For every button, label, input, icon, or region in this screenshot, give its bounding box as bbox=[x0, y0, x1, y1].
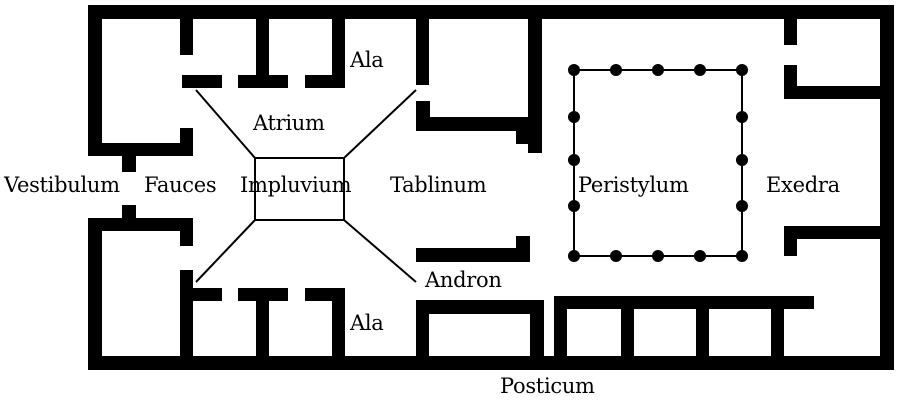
atrium-lines bbox=[195, 89, 417, 283]
column-bottom-2 bbox=[652, 250, 664, 262]
room-wall-ll-8 bbox=[416, 300, 429, 370]
column-top-3 bbox=[694, 64, 706, 76]
exedra-wall-upper bbox=[784, 86, 894, 99]
column-top-1 bbox=[610, 64, 622, 76]
outer-wall-left-lower bbox=[88, 218, 102, 370]
label-andron: Andron bbox=[425, 268, 502, 292]
room-wall-ul-7 bbox=[332, 5, 345, 87]
outer-wall-left-upper bbox=[88, 5, 102, 150]
impluvium-basin bbox=[254, 157, 345, 221]
label-atrium: Atrium bbox=[253, 111, 325, 135]
walls bbox=[88, 5, 894, 370]
label-exedra: Exedra bbox=[766, 173, 840, 197]
tablinum-wall-upper bbox=[416, 117, 528, 131]
room-wall-lr-1 bbox=[554, 296, 567, 370]
vestibulum-jamb-lower bbox=[122, 205, 136, 223]
vestibulum-jamb-upper bbox=[122, 150, 136, 172]
column-left-0 bbox=[568, 111, 580, 123]
room-wall-ul-1 bbox=[180, 5, 193, 55]
label-fauces: Fauces bbox=[144, 173, 217, 197]
column-top-0 bbox=[568, 64, 580, 76]
andron-pier bbox=[530, 300, 544, 370]
room-wall-lr-5 bbox=[784, 296, 814, 309]
column-right-2 bbox=[736, 200, 748, 212]
column-top-4 bbox=[736, 64, 748, 76]
room-wall-lr-2 bbox=[621, 296, 634, 370]
label-ala-top: Ala bbox=[350, 48, 384, 72]
room-wall-ul-3 bbox=[182, 75, 222, 88]
vestibulum-wall-lower bbox=[88, 218, 188, 231]
atrium-diagonal-lr bbox=[343, 219, 417, 283]
label-vestibulum: Vestibulum bbox=[4, 173, 120, 197]
exedra-jamb bbox=[784, 5, 797, 45]
column-left-1 bbox=[568, 154, 580, 166]
room-wall-ll-2 bbox=[180, 270, 193, 370]
column-top-2 bbox=[652, 64, 664, 76]
label-ala-bottom: Ala bbox=[350, 311, 384, 335]
atrium-diagonal-ur bbox=[343, 89, 417, 159]
tablinum-pier-lower bbox=[516, 236, 530, 262]
column-bottom-4 bbox=[736, 250, 748, 262]
room-wall-ll-5 bbox=[256, 288, 269, 370]
label-impluvium: Impluvium bbox=[240, 173, 352, 197]
outer-wall-top bbox=[88, 5, 894, 19]
outer-wall-right bbox=[880, 5, 894, 370]
tablinum-pier-upper bbox=[516, 117, 530, 144]
column-bottom-1 bbox=[610, 250, 622, 262]
atrium-diagonal-ll bbox=[195, 219, 256, 283]
room-wall-ul-5 bbox=[256, 5, 269, 87]
exedra-pier-lower bbox=[784, 226, 797, 256]
exedra-wall-lower bbox=[784, 226, 894, 239]
label-tablinum: Tablinum bbox=[390, 173, 487, 197]
room-wall-lr-top bbox=[554, 296, 784, 309]
room-wall-lr-3 bbox=[696, 296, 709, 370]
peristylum-court bbox=[573, 69, 743, 257]
tablinum-wall-lower bbox=[416, 248, 528, 262]
column-bottom-0 bbox=[568, 250, 580, 262]
atrium-diagonal-ul bbox=[195, 89, 256, 159]
column-bottom-3 bbox=[694, 250, 706, 262]
room-wall-ul-8 bbox=[416, 5, 429, 85]
outer-wall-bottom bbox=[88, 356, 894, 370]
peristylum-columns bbox=[568, 64, 748, 262]
tablinum-stub bbox=[416, 101, 430, 131]
exedra-pier-upper bbox=[784, 65, 797, 99]
andron-wall bbox=[416, 300, 544, 314]
column-left-2 bbox=[568, 200, 580, 212]
label-peristylum: Peristylum bbox=[578, 173, 689, 197]
label-posticum: Posticum bbox=[500, 374, 595, 398]
room-wall-ul-2 bbox=[180, 128, 193, 156]
column-right-0 bbox=[736, 111, 748, 123]
tablinum-divider bbox=[528, 5, 542, 153]
room-wall-ll-3 bbox=[182, 288, 222, 301]
vestibulum-wall-upper bbox=[88, 143, 188, 156]
column-right-1 bbox=[736, 154, 748, 166]
room-wall-ll-1 bbox=[180, 218, 193, 246]
room-wall-lr-4 bbox=[771, 296, 784, 370]
room-wall-ll-7 bbox=[332, 288, 345, 370]
